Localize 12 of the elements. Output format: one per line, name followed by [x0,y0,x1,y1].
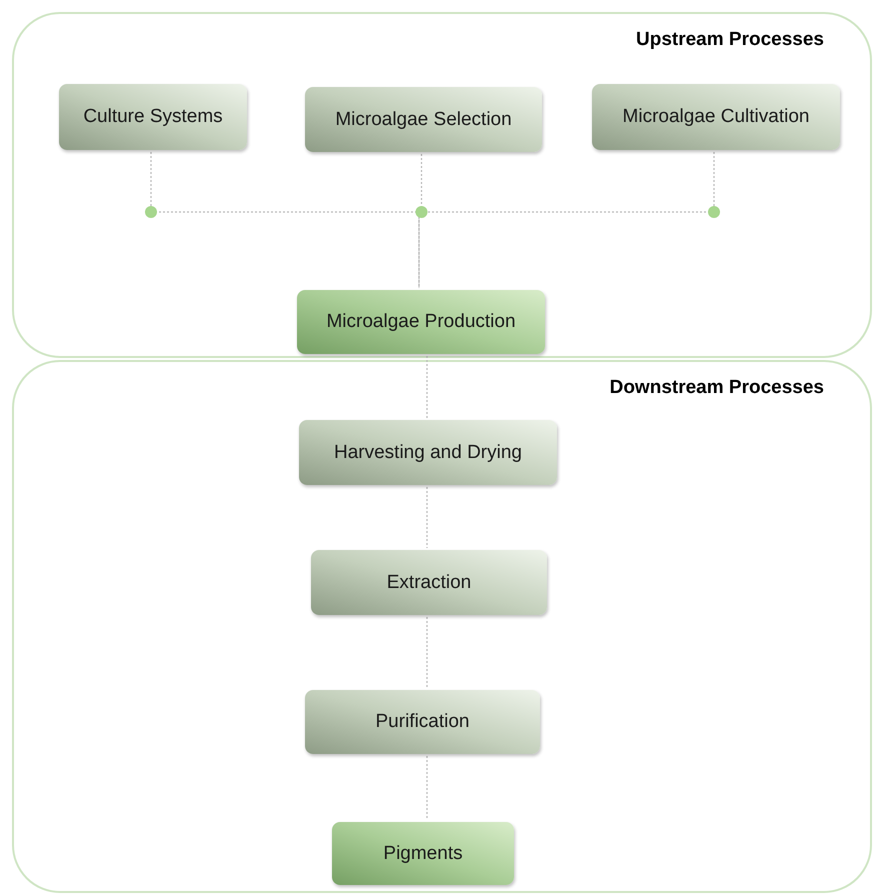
process-box: Culture Systems [59,84,247,150]
process-box: Purification [305,690,540,754]
process-box: Harvesting and Drying [299,420,557,485]
process-box: Microalgae Production [297,290,545,354]
band-heading: Upstream Processes [636,28,824,52]
process-band [12,12,872,358]
band-heading: Downstream Processes [610,376,824,400]
process-box: Microalgae Selection [305,87,542,152]
process-box: Microalgae Cultivation [592,84,840,150]
process-box: Extraction [311,550,547,615]
process-band [12,360,872,893]
process-box: Pigments [332,822,514,885]
